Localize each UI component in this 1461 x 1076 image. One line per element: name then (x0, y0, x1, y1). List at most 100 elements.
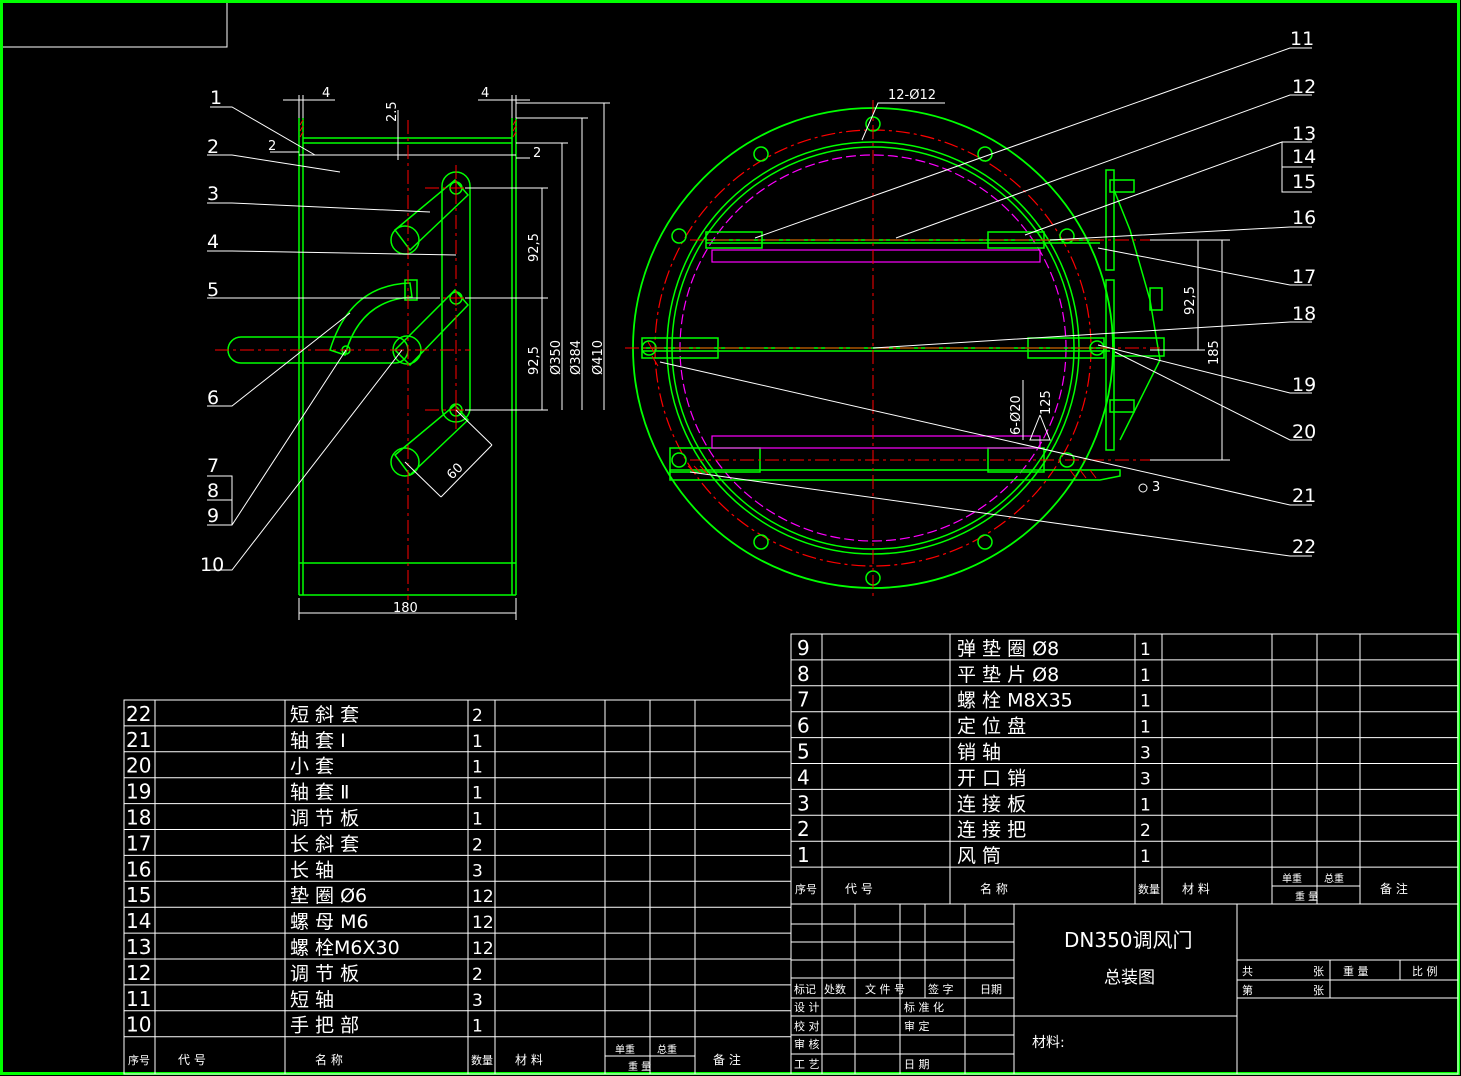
bom-cell-no: 22 (126, 702, 151, 726)
bom-left-row-lines (124, 725, 791, 1038)
bom-cell-name: 调 节 板 (290, 963, 359, 985)
bom-right-h-totalw: 总重 (1324, 872, 1344, 885)
bom-cell-qty: 1 (1140, 640, 1151, 660)
bom-right-header: 序号 代 号 名 称 数量 材 料 单重 总重 重 量 备 注 (795, 872, 1408, 903)
bom-cell-name: 开 口 销 (957, 767, 1026, 789)
bom-right-row-lines (791, 659, 1458, 868)
dim-125: 125 (1039, 390, 1054, 415)
bom-cell-no: 15 (126, 883, 151, 907)
bom-cell-qty: 3 (472, 861, 483, 881)
dimension-texts: 4 2.5 4 2 2 92,5 92,5 Ø350 Ø384 Ø410 60 … (268, 86, 1222, 616)
bom-cell-name: 螺 栓 M8X35 (957, 690, 1073, 712)
callout-12: 12 (1292, 76, 1316, 98)
callout-14: 14 (1292, 146, 1316, 168)
tb-audit: 审 核 (794, 1037, 820, 1051)
bom-left-h-unitw: 单重 (615, 1043, 635, 1056)
callout-13: 13 (1292, 123, 1316, 145)
bom-cell-name: 连 接 把 (957, 819, 1026, 841)
tb-date: 日期 (980, 983, 1002, 996)
dim-holes-20: 6-Ø20 (1009, 395, 1024, 435)
tb-sheets: 张 (1313, 965, 1324, 978)
bom-cell-no: 19 (126, 780, 151, 804)
bom-cell-no: 6 (797, 714, 810, 738)
bom-cell-name: 小 套 (290, 756, 334, 778)
tb-scale: 比 例 (1412, 964, 1438, 978)
bom-cell-name: 弹 垫 圈 Ø8 (957, 638, 1059, 660)
callout-22: 22 (1292, 536, 1316, 558)
bom-cell-name: 连 接 板 (957, 793, 1026, 815)
callout-9: 9 (207, 505, 219, 527)
callout-16: 16 (1292, 207, 1316, 229)
dim-holes-12: 12-Ø12 (888, 88, 936, 103)
drawing-code-box (3, 3, 228, 48)
bom-cell-no: 5 (797, 740, 810, 764)
bom-cell-qty: 3 (1140, 744, 1151, 764)
dim-d410: Ø410 (591, 340, 606, 375)
callout-20: 20 (1292, 421, 1316, 443)
callout-11: 11 (1290, 28, 1314, 50)
section-view (625, 100, 1190, 600)
bom-left-h-mat: 材 料 (515, 1053, 543, 1067)
callout-4: 4 (207, 231, 219, 253)
bom-right-h-seq: 序号 (795, 882, 817, 896)
bom-cell-name: 轴 套 Ⅰ (290, 730, 346, 752)
bom-cell-no: 12 (126, 961, 151, 985)
dim-2-5: 2.5 (385, 101, 400, 122)
dim-180: 180 (393, 601, 418, 616)
bom-left-h-code: 代 号 (178, 1053, 206, 1067)
bom-cell-no: 4 (797, 765, 810, 789)
callout-5: 5 (207, 279, 219, 301)
bom-right-h-code: 代 号 (845, 882, 873, 896)
bom-left-h-totalw: 总重 (657, 1043, 677, 1056)
dim-4b: 4 (481, 86, 489, 101)
bom-cell-no: 2 (797, 817, 810, 841)
bom-cell-qty: 1 (472, 810, 483, 830)
bom-cell-qty: 1 (1140, 718, 1151, 738)
callout-6: 6 (207, 387, 219, 409)
drawing-title: DN350调风门 (1064, 928, 1193, 952)
bom-cell-qty: 1 (1140, 795, 1151, 815)
callout-17: 17 (1292, 266, 1316, 288)
bom-cell-no: 16 (126, 857, 151, 881)
tb-standard: 标 准 化 (904, 1000, 944, 1014)
bom-cell-no: 21 (126, 728, 151, 752)
bom-cell-name: 螺 栓M6X30 (290, 937, 400, 959)
tb-total: 共 (1242, 965, 1253, 978)
callout-8: 8 (207, 480, 219, 502)
bom-cell-name: 定 位 盘 (957, 716, 1026, 738)
bom-cell-no: 8 (797, 662, 810, 686)
drawing-subtitle: 总装图 (1104, 968, 1155, 988)
bom-cell-name: 销 轴 (957, 742, 1001, 764)
bom-cell-qty: 1 (472, 784, 483, 804)
bom-cell-name: 长 斜 套 (290, 833, 359, 855)
dim-2a: 2 (268, 139, 276, 154)
side-centerlines (215, 120, 490, 600)
bom-cell-qty: 3 (472, 991, 483, 1011)
tb-zones: 处数 (824, 983, 846, 996)
dim-4a: 4 (322, 86, 330, 101)
tb-review: 审 定 (904, 1019, 930, 1033)
tb-sign: 签 字 (928, 982, 954, 996)
bom-cell-name: 调 节 板 (290, 808, 359, 830)
section-dimensions (861, 102, 1230, 493)
bom-right-h-mat: 材 料 (1182, 882, 1210, 896)
bom-left-h-seq: 序号 (128, 1053, 150, 1067)
bom-cell-no: 3 (797, 791, 810, 815)
side-view (227, 118, 517, 596)
callout-10: 10 (200, 554, 224, 576)
callout-1: 1 (210, 87, 222, 109)
bom-left-h-qty: 数量 (471, 1054, 493, 1067)
dim-92-5b: 92,5 (527, 346, 542, 375)
callout-3: 3 (207, 183, 219, 205)
dim-60: 60 (444, 461, 466, 483)
bom-cell-no: 9 (797, 636, 810, 660)
bom-left-h-name: 名 称 (315, 1052, 343, 1067)
title-block-texts: DN350调风门 总装图 材料: 标记 处数 文 件 号 签 字 日期 设 计 … (794, 928, 1438, 1071)
bom-cell-no: 7 (797, 688, 810, 712)
callout-19: 19 (1292, 374, 1316, 396)
tb-check: 校 对 (794, 1019, 820, 1033)
